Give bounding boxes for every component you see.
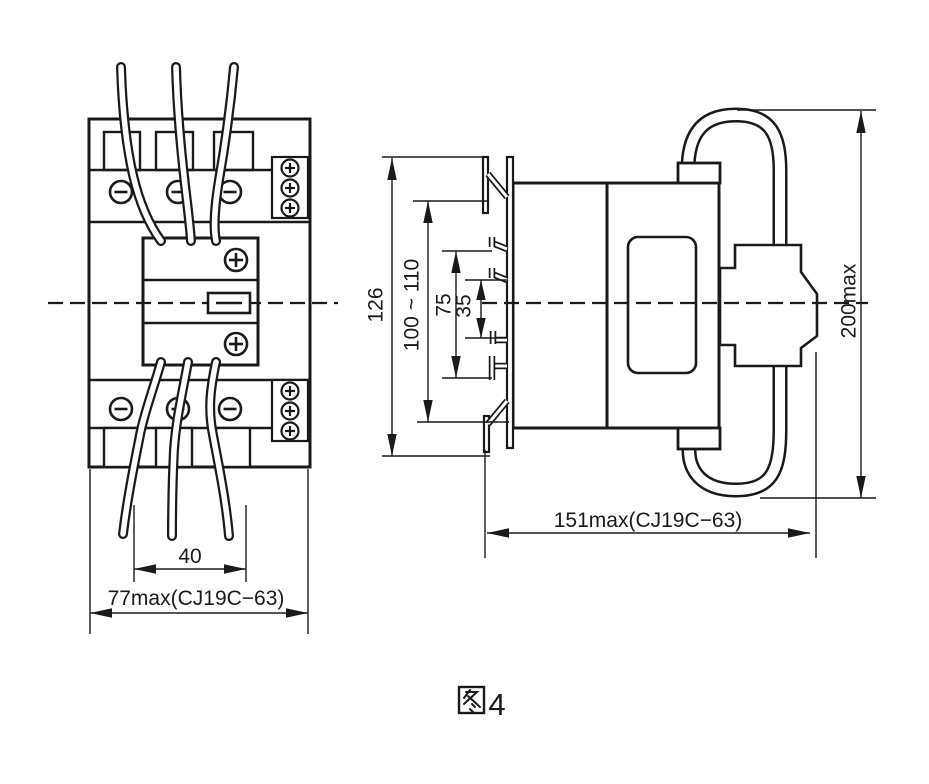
plus-screw-icon (223, 331, 249, 357)
plus-screw-icon (280, 178, 300, 198)
wire (205, 357, 234, 541)
dim-depth: 151max(CJ19C−63) (554, 509, 743, 532)
wire (171, 62, 196, 246)
top-hook-bar (481, 155, 490, 215)
side-top-terminal (676, 161, 722, 185)
wire (118, 357, 166, 539)
side-view: 126 100 ~ 110 75 35 151max(CJ19C−63) (365, 107, 876, 558)
side-body-outline (511, 181, 721, 430)
plus-screw-icon (280, 381, 300, 401)
rail-clip (488, 237, 509, 253)
side-view-dimensions: 126 100 ~ 110 75 35 151max(CJ19C−63) (365, 109, 876, 558)
wire (167, 357, 193, 541)
rail-clip (488, 356, 507, 380)
front-wires (116, 62, 239, 541)
side-coil-window (626, 235, 698, 375)
front-indicator-window (206, 291, 252, 315)
wire (209, 62, 239, 246)
side-wire-loop (680, 107, 788, 498)
plus-screw-icon (280, 198, 300, 218)
dim-clip-span-75: 75 (433, 293, 456, 316)
dim-wire-pitch: 40 (178, 545, 201, 568)
minus-screw-icon (108, 396, 134, 422)
figure-number: 4 (488, 687, 505, 722)
side-bottom-terminal (676, 426, 722, 451)
plus-screw-icon (280, 421, 300, 441)
dim-clip-span-35: 35 (453, 294, 476, 317)
front-center-block (141, 236, 260, 367)
minus-screw-icon (108, 179, 134, 205)
rail-clip (488, 268, 509, 284)
dim-overall-width: 77max(CJ19C−63) (108, 587, 285, 610)
plus-screw-icon (280, 158, 300, 178)
bottom-hook-bar (482, 414, 491, 454)
side-clip-block (718, 243, 819, 368)
plus-screw-icon (280, 401, 300, 421)
wire (116, 62, 166, 246)
dim-height: 200max (838, 263, 861, 338)
front-view-dimensions: 40 77max(CJ19C−63) (89, 469, 309, 634)
figure-character-glyph (457, 685, 486, 715)
dim-rail-spacing: 100 ~ 110 (401, 259, 424, 351)
figure-caption: 4 (457, 685, 506, 722)
front-top-aux-box (270, 155, 310, 220)
minus-screw-icon (217, 396, 243, 422)
front-bottom-aux-box (270, 378, 310, 443)
plus-screw-icon (223, 247, 249, 273)
front-view: 40 77max(CJ19C−63) (48, 62, 338, 634)
dim-bracket-height: 126 (365, 287, 388, 322)
